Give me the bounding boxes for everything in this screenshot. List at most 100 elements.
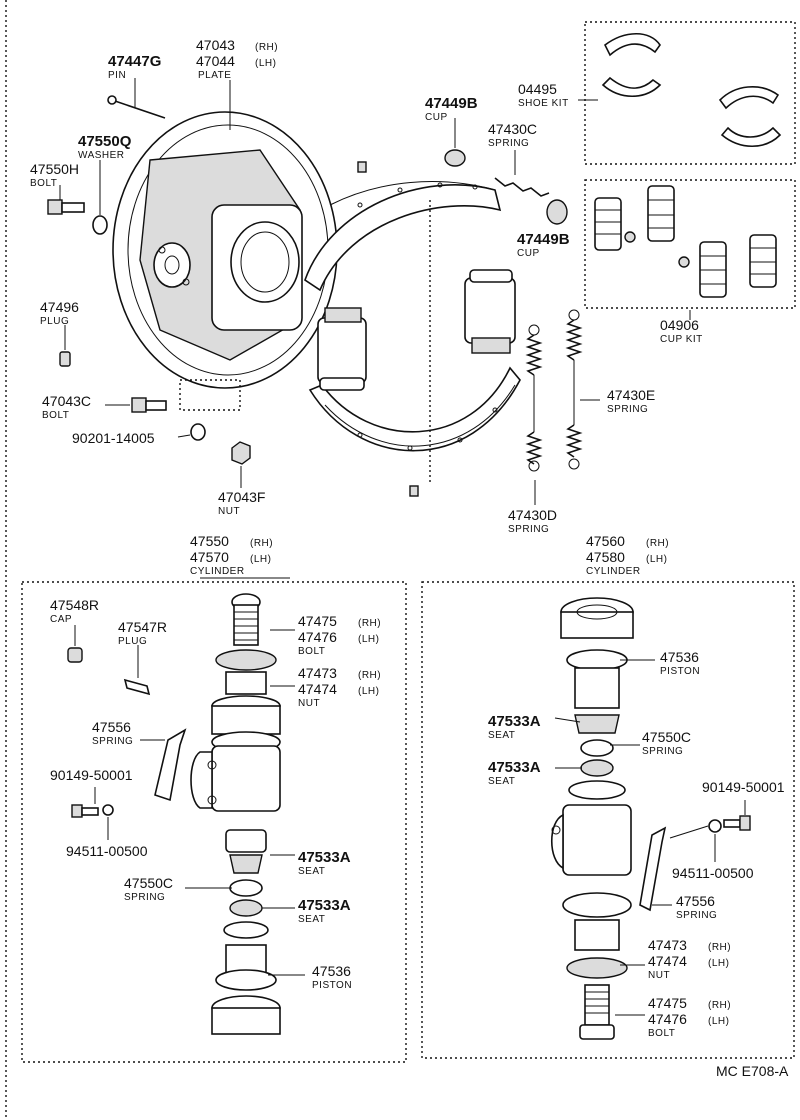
label-04495-name: SHOE KIT <box>518 98 569 109</box>
label-R-47533a-2-num: 47533A <box>488 759 541 776</box>
washer-icon <box>190 423 206 441</box>
label-R-47475-num1: 47475 <box>648 995 687 1011</box>
label-cyl-left-num1: 47550 <box>190 533 229 549</box>
cup-kit-parts-icon <box>594 185 777 298</box>
label-L-47473-name: NUT <box>298 698 320 709</box>
label-L-47473-num1: 47473 <box>298 665 337 681</box>
label-47449b-top-num: 47449B <box>425 95 478 112</box>
backing-plate-icon <box>112 111 338 389</box>
label-47430c-name: SPRING <box>488 138 529 149</box>
pin-icon <box>107 95 166 119</box>
label-L-47473-side2: (LH) <box>358 686 379 697</box>
label-47043f-name: NUT <box>218 506 240 517</box>
cup-icon <box>444 149 466 167</box>
brake-shoe-icon <box>601 33 782 147</box>
brake-shoe-icon <box>308 366 521 452</box>
bolt-icon <box>409 485 419 497</box>
label-cyl-left-side1: (RH) <box>250 538 273 549</box>
label-L-47475-side1: (RH) <box>358 618 381 629</box>
label-L-47556-num: 47556 <box>92 719 131 735</box>
drawing-code: MC E708-A <box>716 1063 789 1079</box>
label-R-47473-name: NUT <box>648 970 670 981</box>
spring-icon <box>494 177 550 197</box>
label-R-47533a-2-name: SEAT <box>488 776 515 787</box>
label-L-47536-name: PISTON <box>312 980 352 991</box>
label-L-47475-num2: 47476 <box>298 629 337 645</box>
label-L-47547r-num: 47547R <box>118 619 167 635</box>
label-47430d-name: SPRING <box>508 524 549 535</box>
washer-icon <box>92 215 108 235</box>
label-R-47533a-1-num: 47533A <box>488 713 541 730</box>
cup-icon <box>546 199 568 225</box>
bolt-icon <box>357 161 367 173</box>
label-47430e-num: 47430E <box>607 387 655 403</box>
label-47447g-name: PIN <box>108 70 126 81</box>
bolt-icon <box>723 815 751 831</box>
label-L-47475-num1: 47475 <box>298 613 337 629</box>
label-47496-name: PLUG <box>40 316 69 327</box>
spring-icon <box>525 324 543 472</box>
spring-clip-icon <box>154 728 187 802</box>
plug-icon <box>123 678 151 696</box>
label-90201-num: 90201-14005 <box>72 430 155 446</box>
label-L-47533a-1-name: SEAT <box>298 866 325 877</box>
washer-icon <box>102 804 114 816</box>
label-L-47475-side2: (LH) <box>358 634 379 645</box>
label-47550h-name: BOLT <box>30 178 57 189</box>
label-47550q-name: WASHER <box>78 150 125 161</box>
label-47043c-num: 47043C <box>42 393 91 409</box>
plug-icon <box>59 351 71 367</box>
label-R-47475-name: BOLT <box>648 1028 675 1039</box>
right-cylinder-exploded-icon <box>551 597 634 1040</box>
label-47550q-num: 47550Q <box>78 133 132 150</box>
label-R-47536-num: 47536 <box>660 649 699 665</box>
cap-icon <box>67 647 83 663</box>
left-cylinder-exploded-icon <box>190 593 281 1035</box>
label-L-47548r-name: CAP <box>50 614 72 625</box>
label-L-47473-side1: (RH) <box>358 670 381 681</box>
label-L-90149-num: 90149-50001 <box>50 767 133 783</box>
label-R-47473-num1: 47473 <box>648 937 687 953</box>
label-47043-side1: (RH) <box>255 42 278 53</box>
label-R-94511-num: 94511-00500 <box>672 865 754 881</box>
label-R-47473-num2: 47474 <box>648 953 687 969</box>
label-cyl-right-side2: (LH) <box>646 554 667 565</box>
label-L-47550c-name: SPRING <box>124 892 165 903</box>
label-L-47550c-num: 47550C <box>124 875 173 891</box>
spring-clip-icon <box>639 826 667 912</box>
spring-icon <box>565 309 583 470</box>
label-cyl-right-side1: (RH) <box>646 538 669 549</box>
label-L-47473-num2: 47474 <box>298 681 337 697</box>
bolt-icon <box>47 199 85 215</box>
label-cyl-left-side2: (LH) <box>250 554 271 565</box>
label-cyl-left-name: CYLINDER <box>190 566 245 577</box>
bolt-icon <box>131 397 167 413</box>
wheel-cylinder-icon <box>317 307 367 391</box>
label-47449b-top-name: CUP <box>425 112 448 123</box>
label-47043-name: PLATE <box>198 70 231 81</box>
label-47447g-num: 47447G <box>108 53 161 70</box>
label-04495-num: 04495 <box>518 81 557 97</box>
label-47430c-num: 47430C <box>488 121 537 137</box>
label-47043-num2: 47044 <box>196 53 235 69</box>
label-L-47548r-num: 47548R <box>50 597 99 613</box>
label-47043-side2: (LH) <box>255 58 276 69</box>
bolt-icon <box>71 804 99 818</box>
label-47449b-mid-num: 47449B <box>517 231 570 248</box>
nut-icon <box>231 441 251 465</box>
label-R-47473-side1: (RH) <box>708 942 731 953</box>
label-L-47536-num: 47536 <box>312 963 351 979</box>
label-R-47550c-num: 47550C <box>642 729 691 745</box>
label-L-94511-num: 94511-00500 <box>66 843 148 859</box>
label-L-47547r-name: PLUG <box>118 636 147 647</box>
label-cyl-right-num1: 47560 <box>586 533 625 549</box>
label-L-47556-name: SPRING <box>92 736 133 747</box>
brake-shoe-icon <box>304 181 502 292</box>
label-R-47556-num: 47556 <box>676 893 715 909</box>
label-04906-num: 04906 <box>660 317 699 333</box>
wheel-cylinder-icon <box>464 269 516 354</box>
washer-icon <box>708 819 722 833</box>
cup-kit-box <box>584 179 796 309</box>
label-R-90149-num: 90149-50001 <box>702 779 785 795</box>
